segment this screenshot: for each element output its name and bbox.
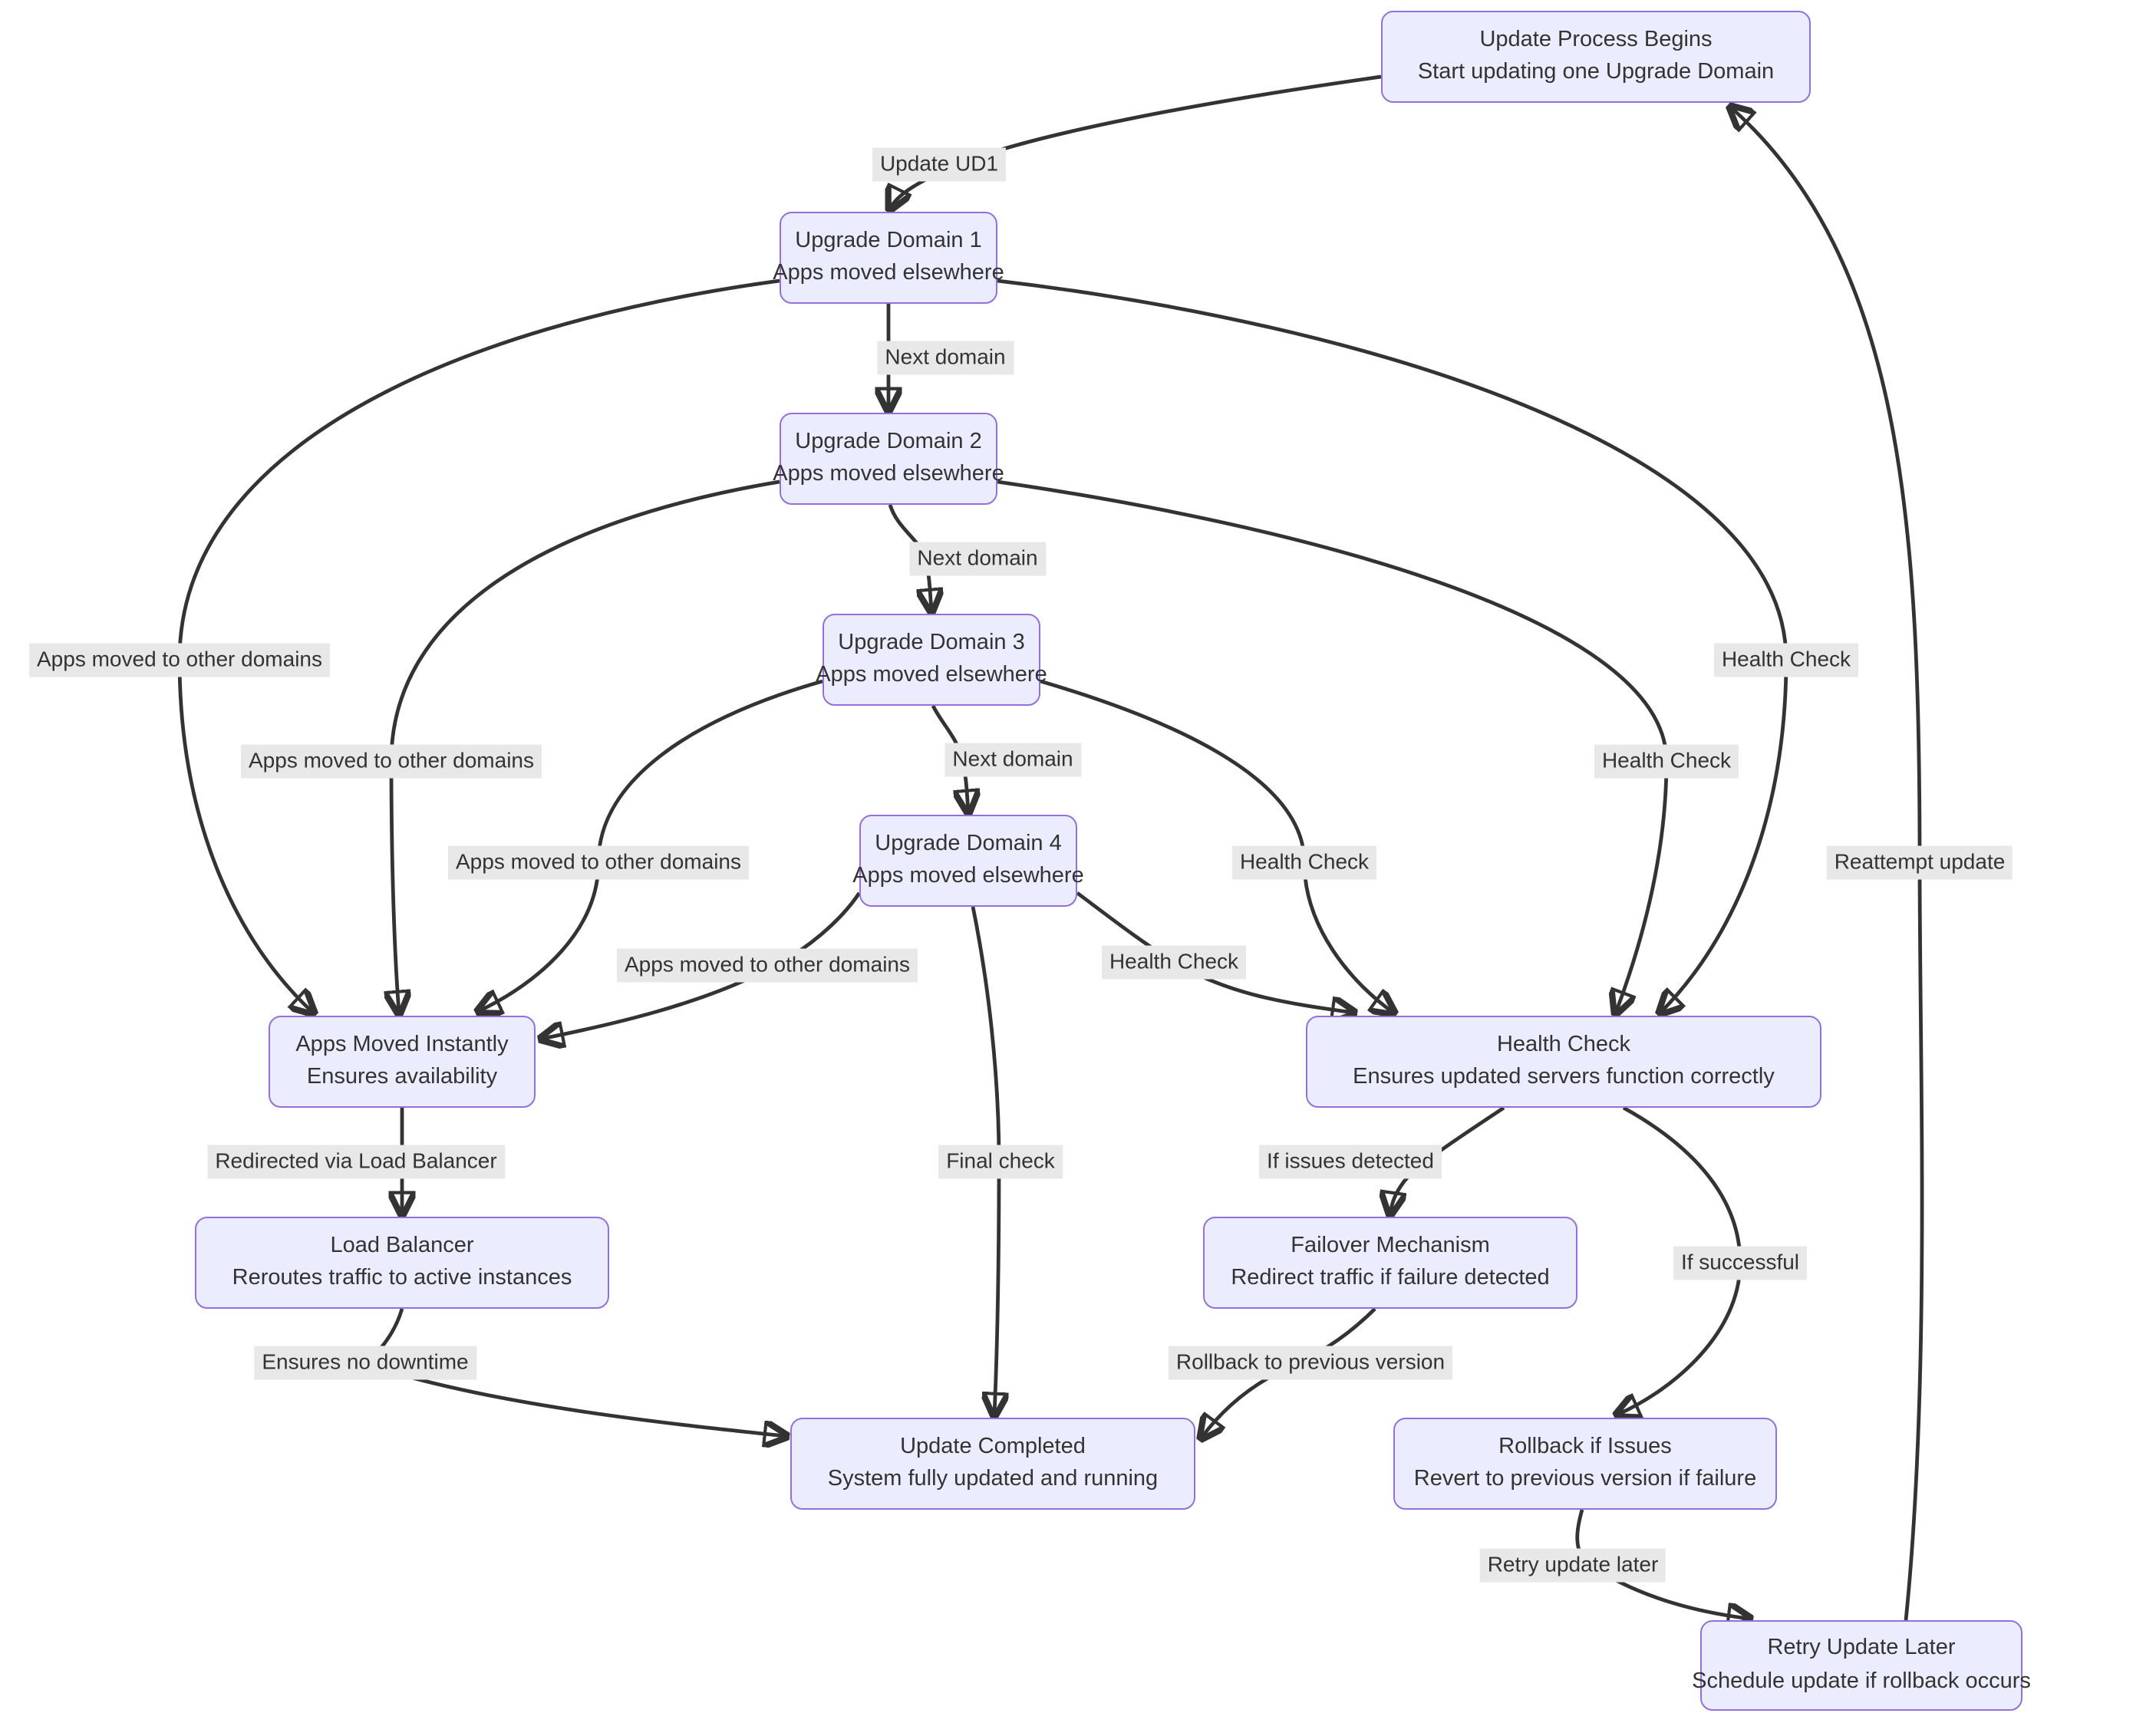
edge-lb-done	[361, 1308, 786, 1436]
node-title: Upgrade Domain 3	[838, 630, 1025, 655]
edge-label-apps-moved-4: Apps moved to other domains	[617, 948, 918, 982]
node-upgrade-domain-3: Upgrade Domain 3 Apps moved elsewhere	[816, 614, 1047, 706]
edge-label-reattempt-update: Reattempt update	[1826, 845, 2013, 879]
edge-ud2-health	[997, 479, 1669, 1013]
edge-label-if-issues-detected: If issues detected	[1259, 1145, 1442, 1178]
node-health-check: Health Check Ensures updated servers fun…	[1306, 1016, 1821, 1108]
node-subtitle: Redirect traffic if failure detected	[1231, 1266, 1550, 1290]
edge-label-next-domain-3: Next domain	[944, 743, 1081, 776]
node-retry-update-later: Retry Update Later Schedule update if ro…	[1692, 1620, 2031, 1711]
edge-ud2-moved	[391, 479, 780, 1013]
node-title: Health Check	[1496, 1032, 1631, 1057]
edge-label-if-successful: If successful	[1673, 1246, 1808, 1280]
node-subtitle: Ensures updated servers function correct…	[1353, 1065, 1775, 1089]
node-upgrade-domain-2: Upgrade Domain 2 Apps moved elsewhere	[773, 413, 1004, 505]
edge-label-apps-moved-1: Apps moved to other domains	[29, 643, 330, 677]
edge-label-final-check: Final check	[938, 1145, 1063, 1178]
edge-label-health-check-1: Health Check	[1713, 643, 1859, 677]
node-upgrade-domain-1: Upgrade Domain 1 Apps moved elsewhere	[773, 212, 1004, 304]
node-title: Upgrade Domain 4	[875, 831, 1062, 856]
node-title: Retry Update Later	[1767, 1636, 1956, 1661]
node-apps-moved-instantly: Apps Moved Instantly Ensures availabilit…	[269, 1016, 536, 1108]
edge-label-health-check-4: Health Check	[1101, 945, 1247, 979]
edge-label-retry-update-later: Retry update later	[1479, 1548, 1666, 1582]
node-upgrade-domain-4: Upgrade Domain 4 Apps moved elsewhere	[852, 815, 1084, 907]
node-subtitle: System fully updated and running	[827, 1467, 1159, 1491]
node-subtitle: Start updating one Upgrade Domain	[1417, 60, 1775, 84]
node-title: Apps Moved Instantly	[295, 1032, 509, 1057]
edge-ud1-health	[997, 278, 1788, 1013]
edge-label-update-ud1: Update UD1	[872, 147, 1007, 181]
node-title: Update Completed	[900, 1434, 1086, 1459]
edge-label-apps-moved-2: Apps moved to other domains	[241, 744, 542, 778]
node-subtitle: Apps moved elsewhere	[773, 462, 1004, 486]
edge-label-health-check-2: Health Check	[1594, 744, 1739, 778]
node-update-completed: Update Completed System fully updated an…	[790, 1418, 1195, 1510]
node-title: Upgrade Domain 1	[795, 228, 982, 253]
edge-ud1-moved	[177, 278, 780, 1013]
edge-label-health-check-3: Health Check	[1231, 845, 1377, 879]
node-title: Rollback if Issues	[1498, 1434, 1672, 1459]
node-subtitle: Revert to previous version if failure	[1413, 1467, 1757, 1491]
edge-ud3-health	[1040, 679, 1393, 1013]
node-subtitle: Apps moved elsewhere	[852, 864, 1084, 888]
node-subtitle: Schedule update if rollback occurs	[1692, 1669, 2031, 1693]
node-rollback-if-issues: Rollback if Issues Revert to previous ve…	[1393, 1418, 1777, 1510]
edge-label-ensures-no-downtime: Ensures no downtime	[254, 1346, 476, 1379]
edge-label-next-domain-2: Next domain	[909, 542, 1046, 575]
node-title: Failover Mechanism	[1291, 1233, 1490, 1258]
edge-label-apps-moved-3: Apps moved to other domains	[448, 845, 749, 879]
node-title: Update Process Begins	[1479, 27, 1713, 52]
node-subtitle: Apps moved elsewhere	[816, 663, 1047, 687]
node-load-balancer: Load Balancer Reroutes traffic to active…	[195, 1217, 609, 1309]
node-title: Load Balancer	[330, 1233, 474, 1258]
node-update-process-begins: Update Process Begins Start updating one…	[1381, 11, 1811, 103]
edge-label-rollback-previous: Rollback to previous version	[1168, 1346, 1453, 1379]
edge-label-next-domain-1: Next domain	[877, 341, 1014, 374]
edge-start-ud1	[890, 74, 1382, 209]
node-title: Upgrade Domain 2	[795, 429, 982, 454]
node-subtitle: Reroutes traffic to active instances	[232, 1266, 572, 1290]
node-subtitle: Apps moved elsewhere	[773, 261, 1004, 285]
node-failover-mechanism: Failover Mechanism Redirect traffic if f…	[1203, 1217, 1577, 1309]
edge-label-redirected-via-lb: Redirected via Load Balancer	[207, 1145, 505, 1178]
node-subtitle: Ensures availability	[306, 1065, 498, 1089]
